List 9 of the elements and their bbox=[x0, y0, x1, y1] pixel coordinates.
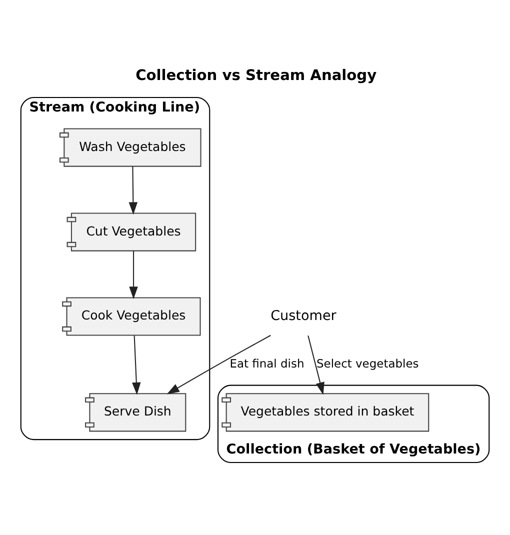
arrow bbox=[129, 250, 138, 299]
node-text: Customer bbox=[270, 308, 336, 324]
arrow bbox=[132, 335, 141, 394]
edge-label: Select vegetables bbox=[316, 356, 419, 370]
arrow bbox=[166, 334, 271, 394]
diagram-title: Collection vs Stream Analogy bbox=[136, 66, 377, 84]
arrow bbox=[128, 166, 138, 214]
arrow bbox=[308, 335, 324, 394]
edge-label: Eat final dish bbox=[230, 356, 304, 370]
